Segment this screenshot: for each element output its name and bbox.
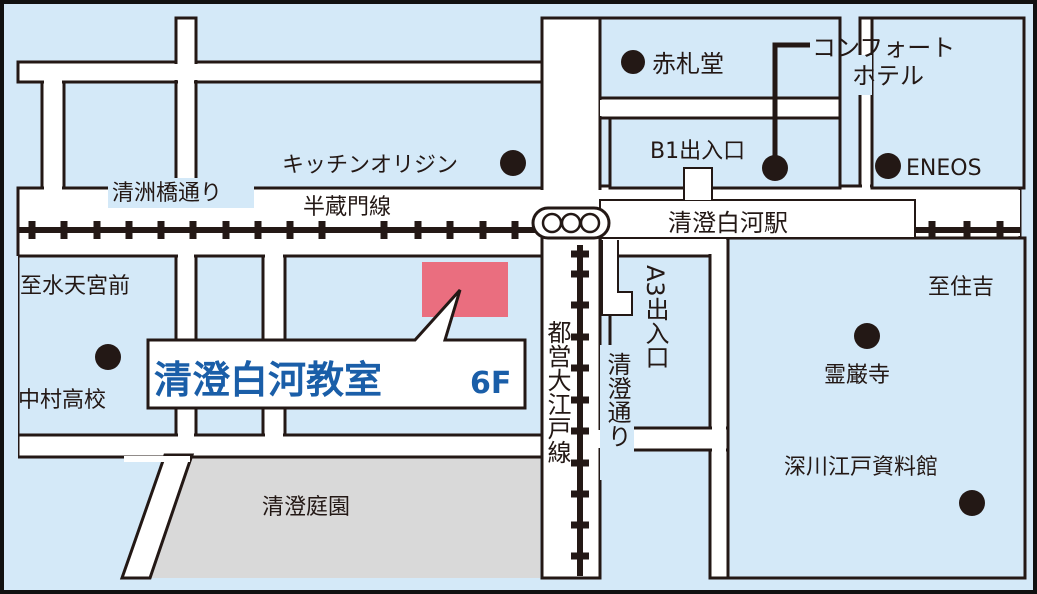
nakamura-label: 中村高校 [18,388,106,413]
hotel-label-2: ホテル [852,62,924,90]
kiyosumi-road-label: 清澄通り [603,352,631,448]
kitchen-origin-dot [500,150,526,176]
park-label: 清澄庭園 [262,495,350,520]
west-direction-label: 至水天宮前 [20,274,130,299]
diagonal-road [119,453,195,580]
eneos-dot [875,153,901,179]
station-symbol-icon [531,206,611,240]
hotel-label-1: コンフォート [812,34,955,62]
exit-connectors [601,167,713,316]
park-area [150,455,540,578]
fukagawa-label: 深川江戸資料館 [784,455,938,480]
kitchen-origin-label: キッチンオリジン [282,153,458,178]
akafudado-dot [621,50,645,74]
oedo-line [571,245,589,576]
reiganji-label: 霊巌寺 [824,363,890,388]
fukagawa-dot [959,490,985,516]
reiganji-dot [854,323,880,349]
destination-name: 清澄白河教室 [154,358,382,402]
hanzomon-line-label: 半蔵門線 [303,195,391,220]
hotel-leader-line [772,42,810,168]
kiyosubashi-road-label: 清洲橋通り [112,181,222,206]
a3-exit-label: A3出入口 [641,265,669,369]
destination-marker [422,262,508,317]
oedo-line-label: 都営大江戸線 [543,320,571,464]
landmark-dots [95,50,985,516]
nakamura-dot [95,344,121,370]
hanzomon-line [18,221,1020,239]
east-direction-label: 至住吉 [928,275,994,300]
hotel-dot [762,155,788,181]
b1-exit-label: B1出入口 [650,139,745,164]
station-name-label: 清澄白河駅 [668,209,788,237]
destination-floor: 6F [470,366,511,401]
akafudado-label: 赤札堂 [652,50,724,78]
eneos-label: ENEOS [906,156,982,181]
destination-callout: 清澄白河教室 6F [146,288,527,410]
